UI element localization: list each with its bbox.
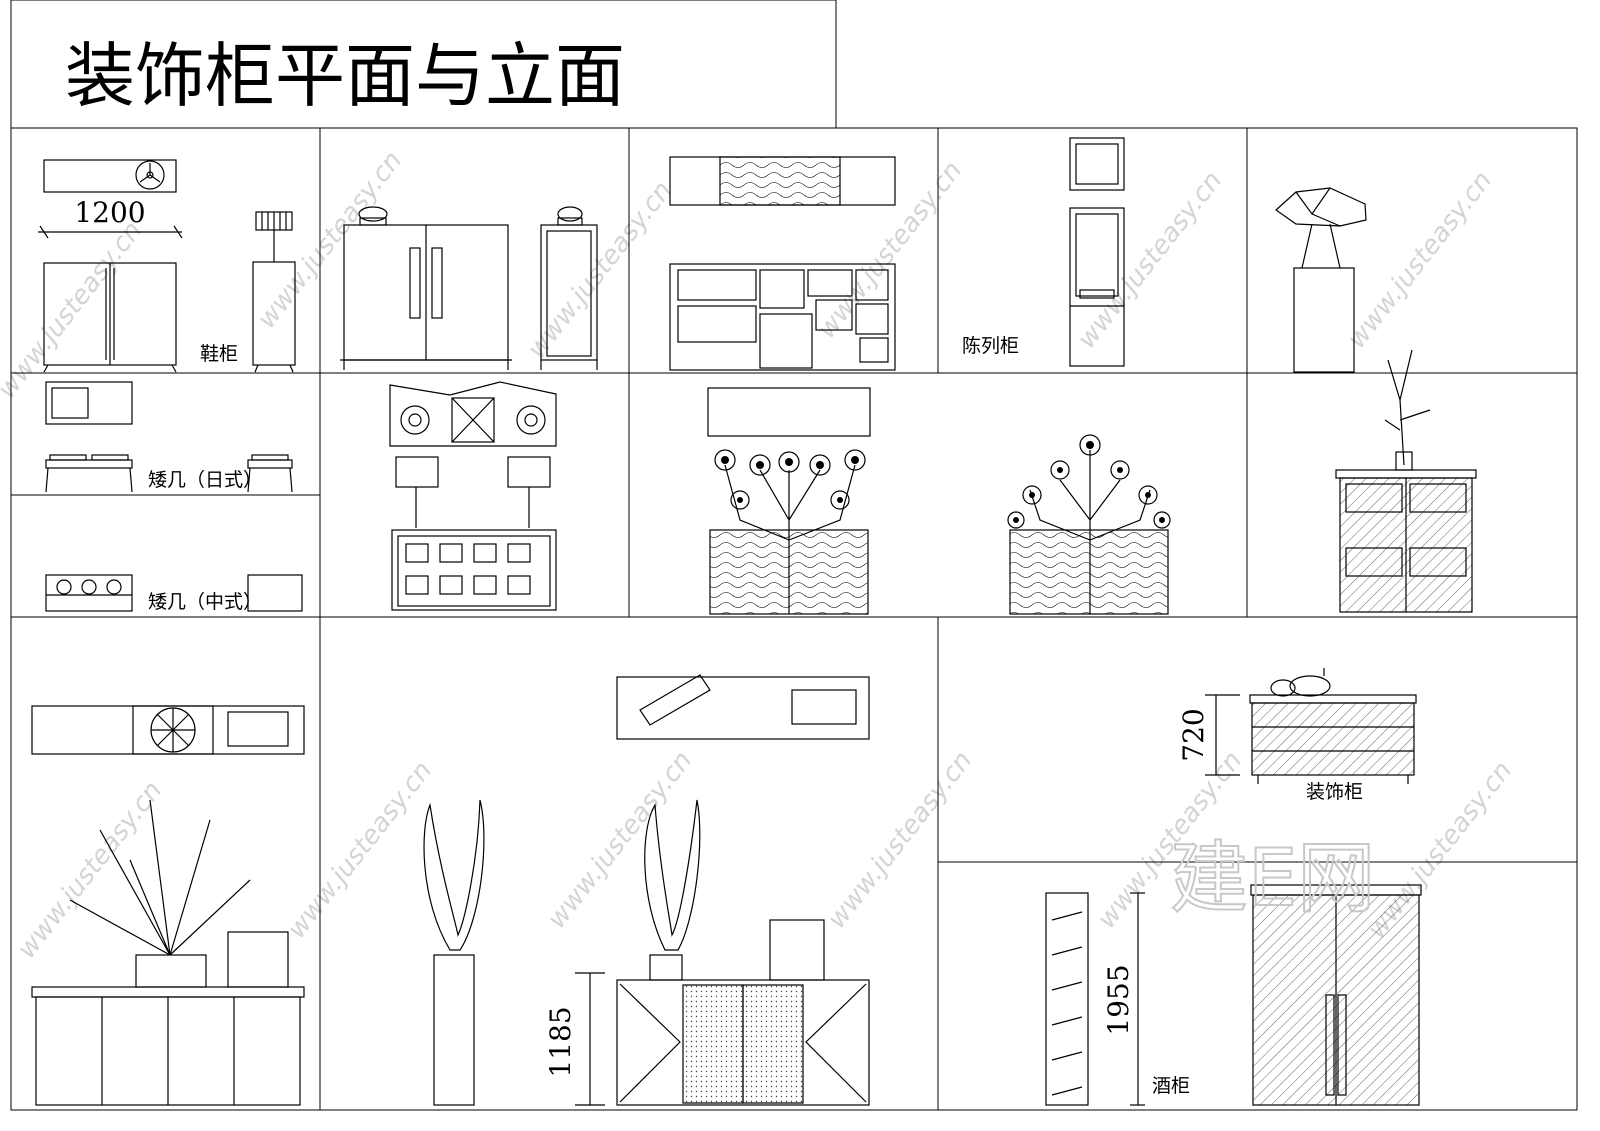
watermark-site: www.justeasy.cn <box>822 746 978 934</box>
dimension-wine-height: 1955 <box>1102 964 1135 1035</box>
watermark-site: www.justeasy.cn <box>12 776 168 964</box>
label-low-table-chinese: 矮几（中式） <box>148 591 262 613</box>
label-wine-cabinet: 酒柜 <box>1152 1075 1190 1097</box>
watermark-site: www.justeasy.cn <box>1342 166 1498 354</box>
console-lamps-drawing <box>389 381 557 611</box>
tree-cabinet-drawing <box>1007 434 1171 615</box>
decorative-cabinet-drawing <box>1205 668 1417 784</box>
dimension-console-height: 1185 <box>544 1006 577 1077</box>
sideboard-drawing <box>669 156 896 371</box>
wine-cabinet-drawing <box>1045 884 1422 1106</box>
flower-console-drawing <box>31 705 305 1106</box>
watermark-site: www.justeasy.cn <box>542 746 698 934</box>
label-low-table-japanese: 矮几（日式） <box>148 469 262 491</box>
watermark-site: www.justeasy.cn <box>282 756 438 944</box>
glass-cabinet-drawing <box>1335 349 1477 613</box>
watermark-site: www.justeasy.cn <box>1072 166 1228 354</box>
shoe-cabinet-drawing <box>38 159 296 373</box>
sculpture-pedestal-drawing <box>1275 187 1367 373</box>
low-table-chinese-drawing <box>45 574 303 612</box>
label-display-cabinet: 陈列柜 <box>962 335 1019 357</box>
display-cabinet-drawing <box>1069 137 1125 367</box>
panel-grid <box>10 127 1578 1111</box>
dimension-deco-height: 720 <box>1177 708 1210 761</box>
tree-cabinet-drawing <box>707 387 871 615</box>
low-table-japanese-drawing <box>45 381 293 493</box>
watermark-brand: 建E网 <box>1170 834 1375 924</box>
label-deco-cabinet: 装饰柜 <box>1306 781 1363 803</box>
watermark-site: www.justeasy.cn <box>0 216 148 404</box>
label-shoe-cabinet: 鞋柜 <box>200 343 238 365</box>
watermark-site: www.justeasy.cn <box>252 146 408 334</box>
watermark-site: www.justeasy.cn <box>522 176 678 364</box>
page-title: 装饰柜平面与立面 <box>65 35 625 117</box>
dimension-shoe-width: 1200 <box>74 196 145 229</box>
wardrobe-cabinet-drawing <box>340 206 598 370</box>
horn-sculpture-console-drawing <box>423 674 870 1106</box>
